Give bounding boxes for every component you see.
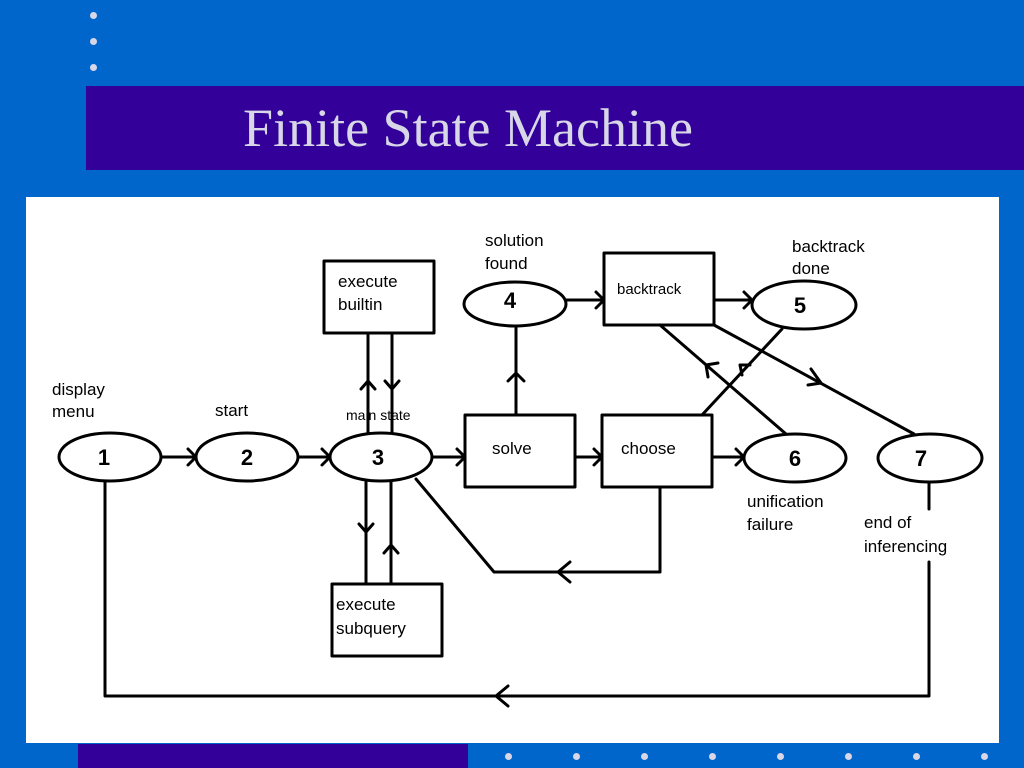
state-5-label: 5 xyxy=(794,293,806,318)
state-1-label: 1 xyxy=(98,445,110,470)
box-execute-subquery-line1: execute xyxy=(336,595,396,614)
edge-7-1 xyxy=(103,479,931,698)
state-5-caption-line2: done xyxy=(792,259,830,278)
state-1-caption-line2: menu xyxy=(52,402,95,421)
decorative-dots-bottom xyxy=(505,753,1005,763)
state-2-caption: start xyxy=(215,401,248,420)
state-7-caption-line1: end of xyxy=(864,513,912,532)
arrowhead-builtin-3 xyxy=(383,379,401,391)
fsm-diagram: 1 2 3 4 5 6 7 display menu start main st… xyxy=(52,231,984,708)
arrowhead-backtrack-5 xyxy=(742,290,754,310)
arrowhead-choose-5 xyxy=(738,363,752,377)
arrowhead-6-backtrack xyxy=(704,361,720,379)
box-execute-builtin-line2: builtin xyxy=(338,295,382,314)
arrowhead-4-backtrack xyxy=(594,290,606,310)
state-7-ellipse xyxy=(876,432,984,484)
box-solve xyxy=(463,413,577,489)
edge-6-backtrack xyxy=(658,323,788,436)
arrowhead-subquery-3 xyxy=(382,543,400,555)
state-7-label: 7 xyxy=(915,446,927,471)
arrowhead-solve-choose xyxy=(592,447,604,467)
box-execute-subquery-line2: subquery xyxy=(336,619,406,638)
arrowhead-choose-3 xyxy=(556,560,572,584)
arrowhead-3-builtin xyxy=(359,379,377,391)
title-bar: Finite State Machine xyxy=(86,86,1024,170)
box-execute-subquery xyxy=(330,582,444,658)
state-7-caption-line2: inferencing xyxy=(864,537,947,556)
state-4-caption-line1: solution xyxy=(485,231,544,250)
arrowhead-backtrack-7 xyxy=(806,367,823,387)
diagram-panel: 1 2 3 4 5 6 7 display menu start main st… xyxy=(26,197,999,743)
state-4-label: 4 xyxy=(504,288,517,313)
state-1-caption-line1: display xyxy=(52,380,105,399)
box-backtrack-label: backtrack xyxy=(617,281,682,298)
state-3-caption: main state xyxy=(346,407,411,423)
box-execute-builtin-line1: execute xyxy=(338,272,398,291)
arrowhead-solve-4 xyxy=(506,371,526,383)
arrowhead-2-3 xyxy=(320,447,332,467)
arrowhead-3-solve xyxy=(455,447,467,467)
edge-backtrack-7 xyxy=(712,323,916,436)
state-6-caption-line2: failure xyxy=(747,515,793,534)
state-3-label: 3 xyxy=(372,445,384,470)
box-solve-label: solve xyxy=(492,439,532,458)
decorative-dots-top xyxy=(88,10,100,74)
edge-choose-3 xyxy=(414,477,662,574)
arrowhead-7-1 xyxy=(494,684,510,708)
arrowhead-choose-6 xyxy=(734,447,746,467)
state-4-caption-line2: found xyxy=(485,254,528,273)
box-choose-label: choose xyxy=(621,439,676,458)
state-5-caption-line1: backtrack xyxy=(792,237,865,256)
state-6-label: 6 xyxy=(789,446,801,471)
box-execute-builtin xyxy=(322,259,436,335)
bottom-bar xyxy=(78,744,468,768)
state-2-label: 2 xyxy=(241,445,253,470)
box-choose xyxy=(600,413,714,489)
arrowhead-1-2 xyxy=(186,447,198,467)
state-5-ellipse xyxy=(750,279,858,331)
slide-title: Finite State Machine xyxy=(243,98,693,158)
state-6-caption-line1: unification xyxy=(747,492,824,511)
arrowhead-3-subquery xyxy=(357,522,375,534)
